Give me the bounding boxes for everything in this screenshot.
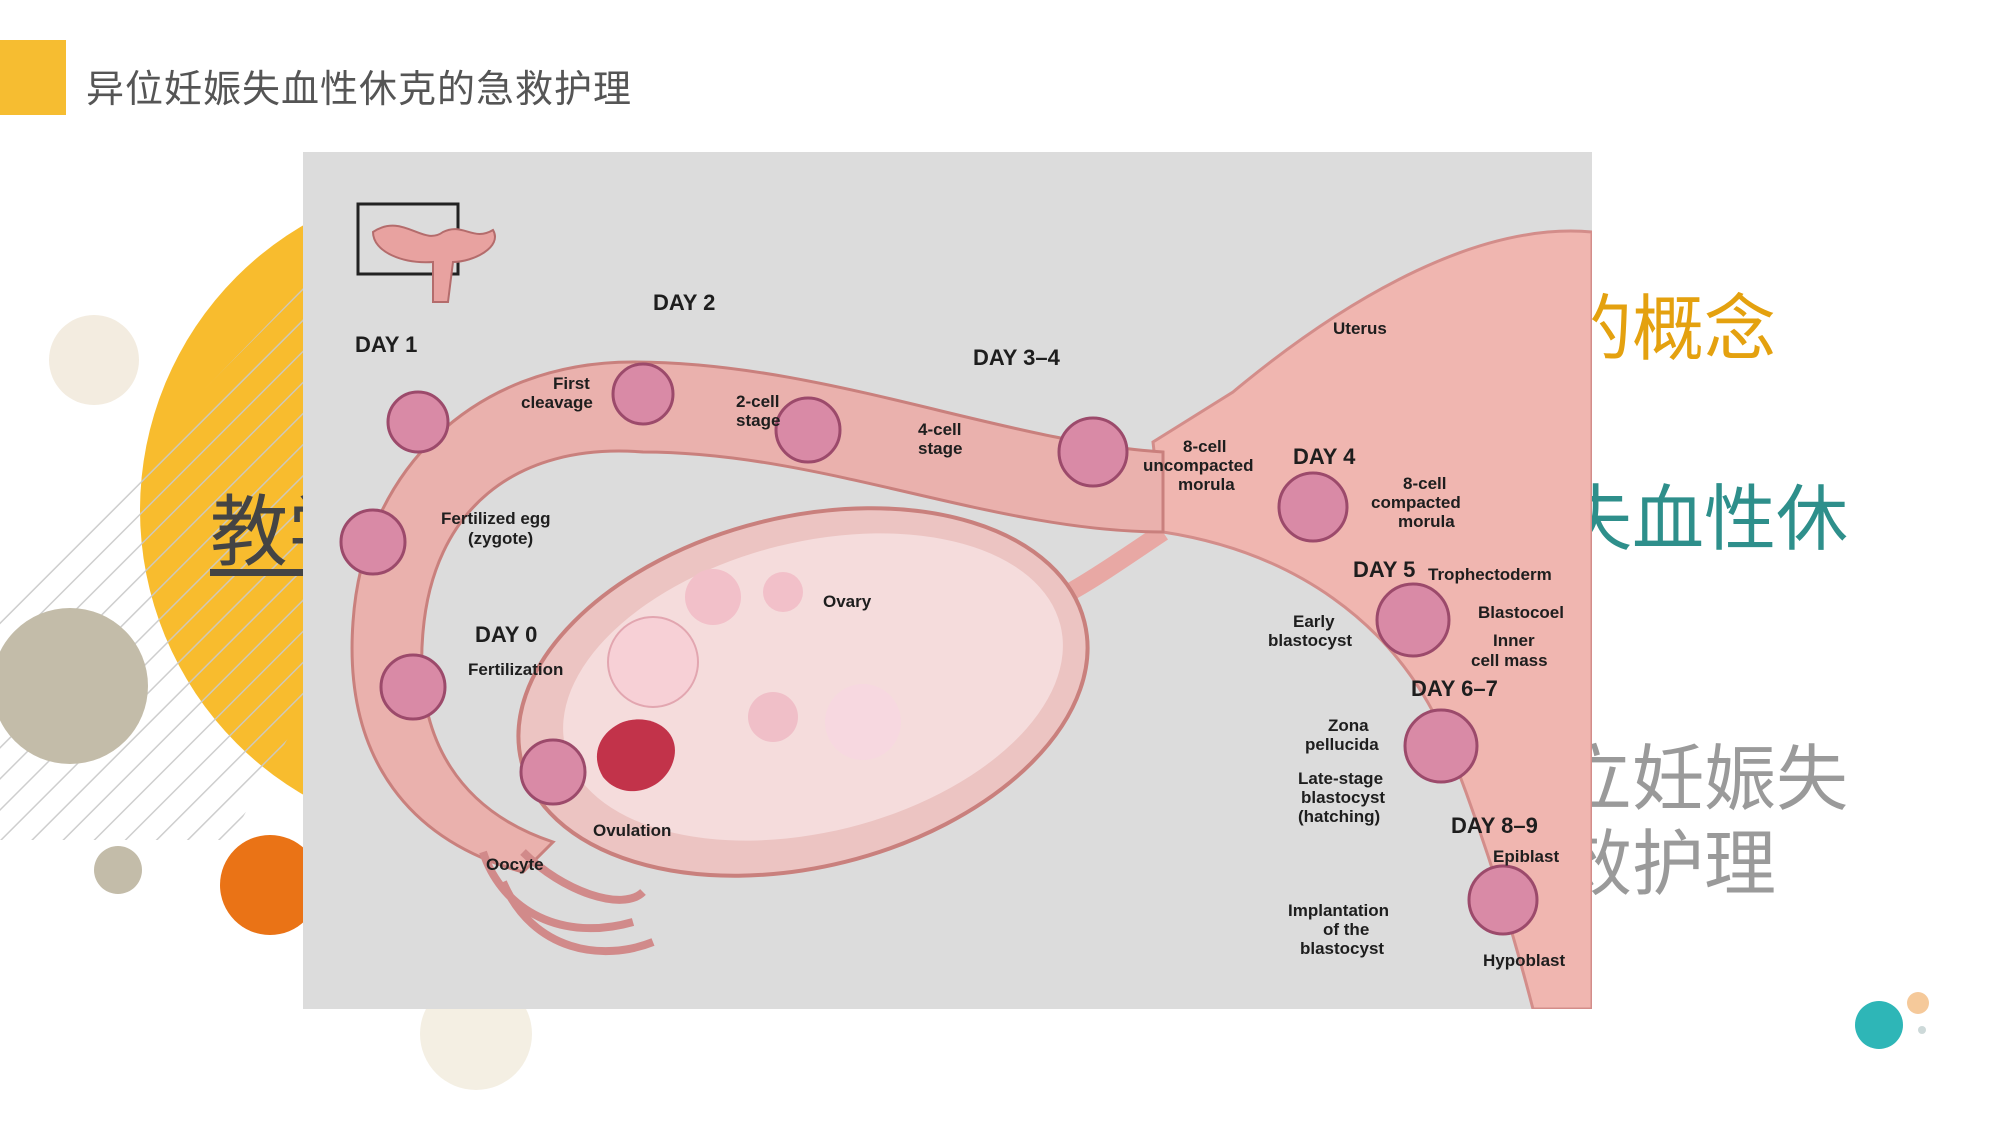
- label-ovulation: Ovulation: [593, 821, 671, 840]
- label-two-cell-1: 2-cell: [736, 392, 779, 411]
- oocyte: [519, 738, 587, 806]
- label-late-3: (hatching): [1298, 807, 1380, 826]
- label-early-2: blastocyst: [1268, 631, 1352, 650]
- slide-text-line-1: 的概念: [1560, 287, 1777, 371]
- embryo-stages: [339, 362, 1539, 936]
- label-trophectoderm: Trophectoderm: [1428, 565, 1552, 584]
- label-fertilization: Fertilization: [468, 660, 563, 679]
- label-hypoblast: Hypoblast: [1483, 951, 1566, 970]
- label-inner-cell-1: Inner: [1493, 631, 1535, 650]
- teal-dot: [1855, 1001, 1903, 1049]
- label-early-1: Early: [1293, 612, 1335, 631]
- ovary-inner: [563, 533, 1063, 841]
- label-8cell-compact-1: 8-cell: [1403, 474, 1446, 493]
- follicle-1: [607, 616, 699, 708]
- label-day4: DAY 4: [1293, 444, 1356, 469]
- label-day2: DAY 2: [653, 290, 715, 315]
- label-ovary: Ovary: [823, 592, 872, 611]
- label-day67: DAY 6–7: [1411, 676, 1498, 701]
- label-four-cell-2: stage: [918, 439, 962, 458]
- label-fertilized-2: (zygote): [468, 529, 533, 548]
- follicle-3: [763, 572, 803, 612]
- follicle-2: [685, 569, 741, 625]
- header-accent-bar: [0, 40, 66, 115]
- fimbriae: [479, 849, 655, 956]
- fallopian-tube: [350, 360, 1165, 874]
- label-first-cleavage-2: cleavage: [521, 393, 593, 412]
- slide-text-line-3b: 效护理: [1560, 822, 1777, 906]
- early-blastocyst: [1375, 582, 1451, 658]
- fertilization-egg: [379, 653, 447, 721]
- four-cell: [774, 396, 842, 464]
- label-zona-2: pellucida: [1305, 735, 1379, 754]
- zygote: [339, 508, 407, 576]
- two-cell: [611, 362, 675, 426]
- label-8cell-uncompact-3: morula: [1178, 475, 1235, 494]
- label-oocyte: Oocyte: [486, 855, 544, 874]
- label-8cell-uncompact-2: uncompacted: [1143, 456, 1254, 475]
- label-uterus: Uterus: [1333, 319, 1387, 338]
- label-fertilized-1: Fertilized egg: [441, 509, 551, 528]
- beige-circle-small: [49, 315, 139, 405]
- slide-text-line-3a: 立妊娠失: [1560, 737, 1849, 821]
- illustration-canvas: DAY 1 DAY 2 DAY 3–4 DAY 0 DAY 4 DAY 5 DA…: [339, 202, 1592, 1009]
- label-zona-1: Zona: [1328, 716, 1369, 735]
- label-8cell-uncompact-1: 8-cell: [1183, 437, 1226, 456]
- slide-text-line-2: 失血性休: [1560, 477, 1849, 561]
- label-late-1: Late-stage: [1298, 769, 1383, 788]
- eight-cell-compacted: [1277, 471, 1349, 543]
- ovulation-rupture: [596, 719, 675, 792]
- peach-dot: [1907, 992, 1929, 1014]
- zygote-day1: [386, 390, 450, 454]
- khaki-circle-large: [0, 608, 148, 764]
- label-inner-cell-2: cell mass: [1471, 651, 1548, 670]
- label-implant-1: Implantation: [1288, 901, 1389, 920]
- label-late-2: blastocyst: [1301, 788, 1385, 807]
- label-8cell-compact-3: morula: [1398, 512, 1455, 531]
- label-implant-2: of the: [1323, 920, 1369, 939]
- orange-circle: [220, 835, 320, 935]
- follicle-4: [825, 684, 901, 760]
- label-blastocoel: Blastocoel: [1478, 603, 1564, 622]
- label-two-cell-2: stage: [736, 411, 780, 430]
- grey-dot: [1918, 1026, 1926, 1034]
- label-four-cell-1: 4-cell: [918, 420, 961, 439]
- overview-uterus: [371, 224, 496, 303]
- label-day34: DAY 3–4: [973, 345, 1061, 370]
- implanting-blastocyst: [1467, 864, 1539, 936]
- late-blastocyst: [1403, 708, 1479, 784]
- label-day1: DAY 1: [355, 332, 417, 357]
- label-day5: DAY 5: [1353, 557, 1415, 582]
- label-day89: DAY 8–9: [1451, 813, 1538, 838]
- label-implant-3: blastocyst: [1300, 939, 1384, 958]
- page-title: 异位妊娠失血性休克的急救护理: [86, 67, 633, 111]
- label-8cell-compact-2: compacted: [1371, 493, 1461, 512]
- label-epiblast: Epiblast: [1493, 847, 1559, 866]
- embryo-development-illustration: DAY 1 DAY 2 DAY 3–4 DAY 0 DAY 4 DAY 5 DA…: [303, 152, 1592, 1009]
- label-day0: DAY 0: [475, 622, 537, 647]
- eight-cell-uncompacted: [1057, 416, 1129, 488]
- khaki-circle-small: [94, 846, 142, 894]
- follicle-5: [748, 692, 798, 742]
- label-first-cleavage-1: First: [553, 374, 590, 393]
